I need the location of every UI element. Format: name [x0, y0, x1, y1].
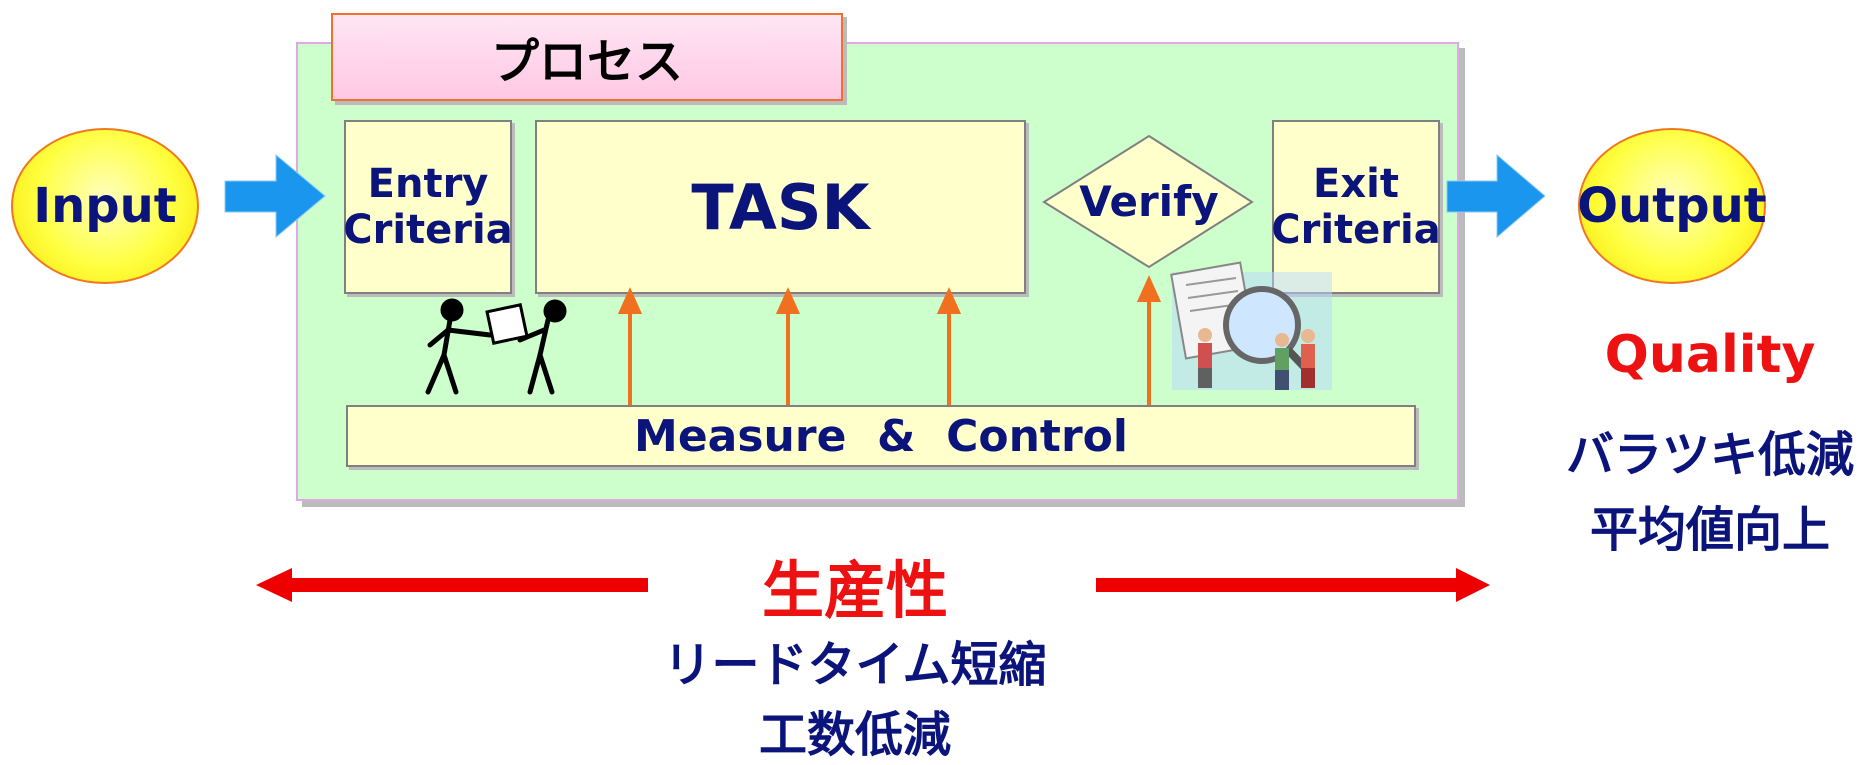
- output-ellipse: Output: [1577, 128, 1767, 284]
- input-ellipse: Input: [11, 128, 199, 284]
- verify-diamond: [1042, 134, 1254, 269]
- magnifier-people-icon: [1170, 261, 1332, 390]
- control-arrows: [617, 275, 1162, 405]
- entry-criteria-box: Entry Criteria: [343, 120, 513, 294]
- productivity-arrows: [256, 568, 1490, 602]
- exit-criteria-box: Exit Criteria: [1271, 120, 1441, 294]
- entry-label-line1: Entry: [367, 161, 489, 207]
- stick-figures-icon: [425, 298, 567, 395]
- exit-label-line2: Criteria: [1271, 207, 1441, 253]
- task-box: TASK: [535, 120, 1026, 294]
- entry-label-line2: Criteria: [343, 207, 513, 253]
- task-label: TASK: [691, 170, 870, 244]
- verify-label: Verify: [1079, 177, 1218, 226]
- quality-line2: 平均値向上: [1589, 502, 1830, 558]
- quality-line1: バラツキ低減: [1565, 427, 1854, 483]
- input-arrow-icon: [224, 153, 326, 239]
- input-label: Input: [33, 178, 177, 234]
- measure-label: Measure & Control: [634, 410, 1128, 462]
- productivity-line1: リードタイム短縮: [663, 637, 1047, 693]
- productivity-title: 生産性: [761, 554, 948, 627]
- diagram-overlay: Verify: [224, 134, 1546, 602]
- output-arrow-icon: [1446, 153, 1546, 239]
- quality-title: Quality: [1604, 325, 1816, 385]
- productivity-line2: 工数低減: [758, 707, 951, 763]
- output-label: Output: [1577, 178, 1767, 234]
- measure-control-box: Measure & Control: [346, 405, 1416, 467]
- process-title: プロセス: [331, 13, 843, 101]
- exit-label-line1: Exit: [1313, 161, 1399, 207]
